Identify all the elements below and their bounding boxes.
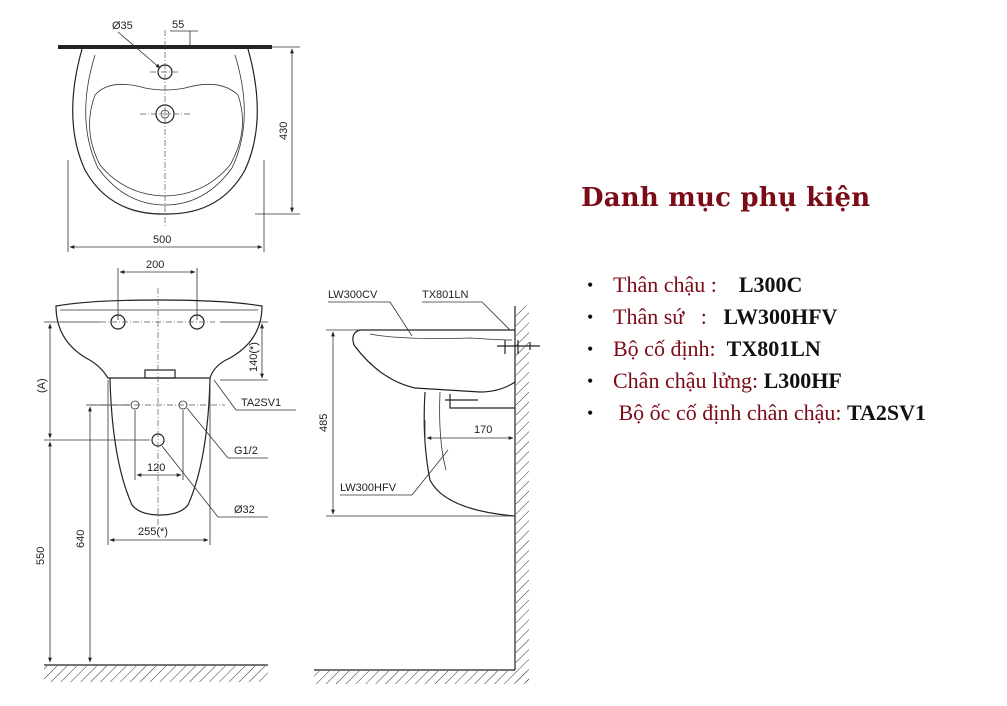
pedestal-side <box>423 391 516 517</box>
bullet-icon: • <box>587 339 594 359</box>
accessory-code: LW300HFV <box>723 304 838 329</box>
accessory-name: Thân chậu : <box>613 272 739 297</box>
bolt-drop-label: 140(*) <box>248 342 260 372</box>
accessory-list: • Thân chậu : L300C • Thân sứ : LW300HFV •… <box>581 269 1001 429</box>
side-view: 485 170 LW300CV TX801LN LW300HFV <box>314 289 540 684</box>
accessory-code: TA2SV1 <box>847 400 927 425</box>
side-height-label: 485 <box>318 414 330 432</box>
trap-side <box>445 394 515 409</box>
front-view: 200 140(*) (A) TA2SV1 G1/2 Ø3 <box>35 259 296 682</box>
accessory-item: • Bộ cố định: TX801LN <box>581 333 1001 365</box>
accessory-name: Thân sứ : <box>613 304 724 329</box>
basin-bowl-top <box>89 83 243 197</box>
accessory-panel: Danh mục phụ kiện • Thân chậu : L300C • Th… <box>581 183 1001 429</box>
floor-to-inlet-label: 640 <box>75 530 87 548</box>
drain-diameter-label: Ø32 <box>234 504 255 516</box>
basin-rim-inner <box>85 54 245 206</box>
accessory-item: • Chân chậu lửng: L300HF <box>581 365 1001 397</box>
accessory-item: • Bộ ốc cố định chân chậu: TA2SV1 <box>581 397 1001 429</box>
bracket-side <box>497 340 540 354</box>
basin-model-label: LW300CV <box>328 289 378 301</box>
depth-label: 430 <box>278 122 290 140</box>
bullet-icon: • <box>587 403 594 423</box>
accessory-item: • Thân chậu : L300C <box>581 269 1001 301</box>
accessory-name: Bộ ốc cố định chân chậu: <box>613 400 847 425</box>
floor-hatch <box>44 666 268 682</box>
wall-hatch <box>516 306 529 682</box>
bullet-icon: • <box>587 307 594 327</box>
pedestal-front <box>109 377 211 516</box>
bullet-icon: • <box>587 371 594 391</box>
accessory-item: • Thân sứ : LW300HFV <box>581 301 1001 333</box>
drain-front <box>144 369 176 379</box>
pedestal-model-label: LW300HFV <box>340 482 397 494</box>
bracket-model-label: TX801LN <box>422 289 469 301</box>
accessory-title: Danh mục phụ kiện <box>581 183 871 213</box>
pipe-thread-label: G1/2 <box>234 445 258 457</box>
width-label: 500 <box>153 234 171 246</box>
basin-side <box>352 329 516 393</box>
accessory-code: L300C <box>738 272 803 297</box>
accessory-name: Bộ cố định: <box>613 336 727 361</box>
hole-diameter-label: Ø35 <box>112 20 133 32</box>
ta2sv1-label: TA2SV1 <box>241 397 281 409</box>
top-view: Ø35 55 430 500 <box>58 19 300 252</box>
accessory-name: Chân chậu lửng: <box>613 368 764 393</box>
hole-offset-label: 55 <box>172 19 184 31</box>
accessory-code: L300HF <box>763 368 842 393</box>
floor-to-drain-label: 550 <box>35 547 47 565</box>
mounting-height-label: (A) <box>36 378 48 393</box>
accessory-code: TX801LN <box>726 336 821 361</box>
basin-outline-front <box>55 299 263 379</box>
bolt-spacing-label: 255(*) <box>138 526 168 538</box>
side-depth-label: 170 <box>474 424 492 436</box>
bullet-icon: • <box>587 275 594 295</box>
tap-spacing-label: 200 <box>146 259 164 271</box>
inlet-spacing-label: 120 <box>147 462 165 474</box>
technical-drawing: Ø35 55 430 500 200 140(*) (A) <box>35 19 540 684</box>
